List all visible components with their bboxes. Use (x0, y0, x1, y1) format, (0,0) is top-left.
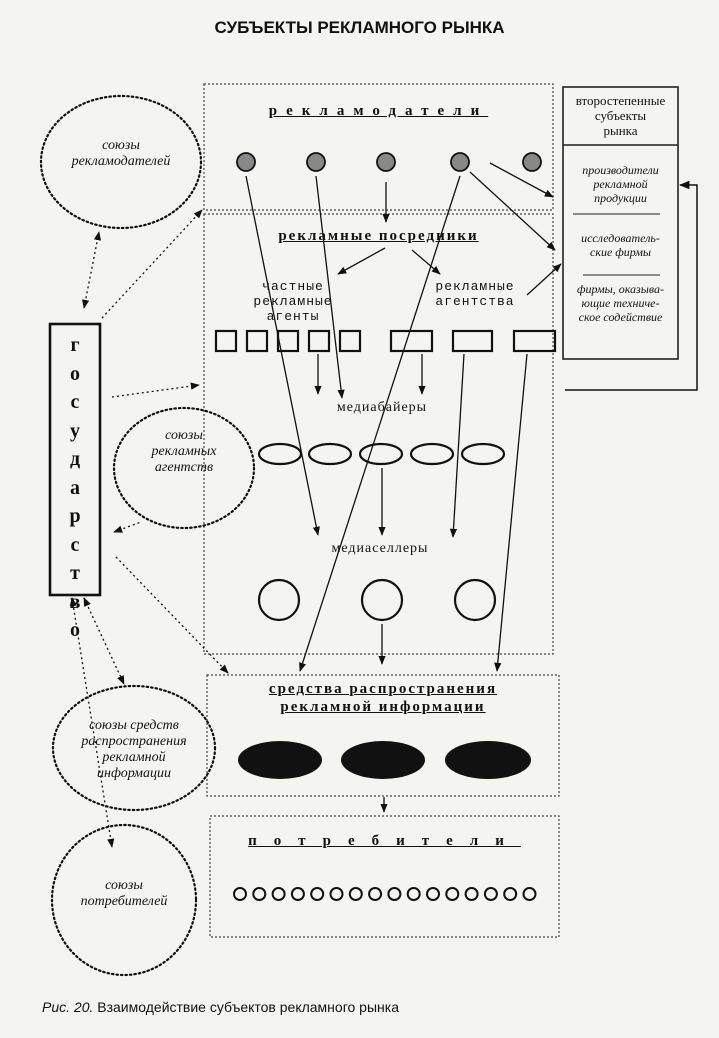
seller-circle (257, 578, 301, 622)
caption-number: 20. (73, 999, 94, 1015)
buyer-ellipse (307, 442, 353, 466)
secondary-item-technical: фирмы, оказыва- ющие техниче- ское содей… (577, 282, 664, 324)
government-letter: т (70, 562, 80, 584)
secondary-frame (562, 86, 679, 360)
media-buyers-label: медиабайеры (336, 400, 428, 415)
intermediaries-label: рекламные посредники (278, 228, 479, 244)
agency-boxes (389, 329, 557, 353)
agent-box (245, 329, 269, 353)
government-letter: с (70, 391, 80, 413)
secondary-connector (565, 180, 698, 391)
government-box (48, 322, 102, 597)
buyer-ellipse (257, 442, 303, 466)
buyer-ellipse (409, 442, 455, 466)
distribution-frame (206, 674, 560, 797)
consumer-circle (464, 887, 479, 901)
union-ellipses (39, 94, 256, 977)
government-letter: у (70, 419, 80, 442)
government-letter: о (70, 362, 80, 385)
buyer-ellipse (358, 442, 404, 466)
media-ellipse (238, 741, 322, 779)
consumer-circle (310, 887, 325, 901)
advertiser-circles (236, 152, 542, 172)
distribution-label-line2: рекламной информации (280, 699, 486, 715)
consumer-circle (290, 887, 305, 901)
secondary-item-research: исследователь- ские фирмы (581, 231, 660, 259)
union-agencies-label: союзы рекламных агентств (151, 428, 217, 475)
seller-circle (360, 578, 404, 622)
union-consumers-ellipse (50, 823, 198, 977)
union-media-label: союзы средств распространения рекламной … (81, 718, 187, 781)
diagram-title: СУБЪЕКТЫ РЕКЛАМНОГО РЫНКА (214, 18, 505, 37)
intermediaries-frame (203, 213, 554, 655)
consumer-circle (387, 887, 402, 901)
consumer-circle (252, 887, 267, 901)
agency-box (389, 329, 434, 353)
advertiser-circle (450, 152, 470, 172)
advertiser-circle (236, 152, 256, 172)
private-agent-boxes (214, 329, 362, 353)
consumer-circle (522, 887, 537, 901)
consumer-circle (271, 887, 286, 901)
consumer-circle (483, 887, 498, 901)
union-agencies-ellipse (112, 406, 256, 530)
media-seller-circles (257, 578, 497, 622)
union-advertisers-label: союзы рекламодателей (71, 138, 171, 169)
agency-box (512, 329, 557, 353)
consumer-circle (329, 887, 344, 901)
consumer-circle (445, 887, 460, 901)
distribution-label-line1: средства распространения (268, 681, 498, 697)
dotted-connectors (69, 209, 229, 848)
secondary-heading: второстепенные субъекты рынка (575, 93, 666, 138)
media-ellipse (445, 741, 531, 779)
secondary-item-producers: производители рекламной продукции (582, 163, 659, 205)
consumer-circle (503, 887, 518, 901)
private-agents-label: частные рекламные агенты (253, 279, 333, 324)
flow-arrows (245, 162, 562, 813)
seller-circle (453, 578, 497, 622)
caption-prefix: Рис. (42, 999, 71, 1015)
media-sellers-label: медиаселлеры (331, 541, 429, 556)
union-advertisers-ellipse (39, 94, 203, 230)
government-letter: г (70, 334, 80, 356)
consumers-label: потребители (248, 833, 521, 849)
advertiser-circle (522, 152, 542, 172)
government-letter: д (69, 448, 81, 470)
consumers-frame (209, 815, 560, 938)
consumer-circle (348, 887, 363, 901)
media-ellipse (341, 741, 425, 779)
agent-box (338, 329, 362, 353)
distribution-ellipses (238, 741, 531, 779)
consumer-circle (368, 887, 383, 901)
consumer-circle (406, 887, 421, 901)
agencies-label: рекламные агентства (435, 279, 515, 309)
agent-box (276, 329, 300, 353)
advertisers-label: рекламодатели (268, 103, 489, 119)
consumer-circles (233, 887, 537, 901)
caption-text: Взаимодействие субъектов рекламного рынк… (97, 999, 399, 1015)
figure-caption: Рис. 20. Взаимодействие субъектов реклам… (42, 999, 399, 1015)
agent-box (214, 329, 238, 353)
advertisers-frame (203, 83, 554, 211)
government-letter: о (70, 619, 80, 641)
government-letter: в (69, 590, 81, 613)
advertiser-circle (376, 152, 396, 172)
buyer-ellipse (460, 442, 506, 466)
agent-box (307, 329, 331, 353)
consumer-circle (233, 887, 247, 901)
government-letter: с (70, 533, 80, 556)
consumer-circle (426, 887, 440, 901)
union-consumers-label: союзы потребителей (80, 878, 168, 909)
advertiser-circle (306, 152, 326, 172)
government-letter: а (70, 476, 80, 499)
agency-box (451, 329, 494, 353)
union-media-ellipse (51, 684, 217, 812)
media-buyer-ellipses (257, 442, 506, 466)
government-letter: р (69, 505, 81, 527)
